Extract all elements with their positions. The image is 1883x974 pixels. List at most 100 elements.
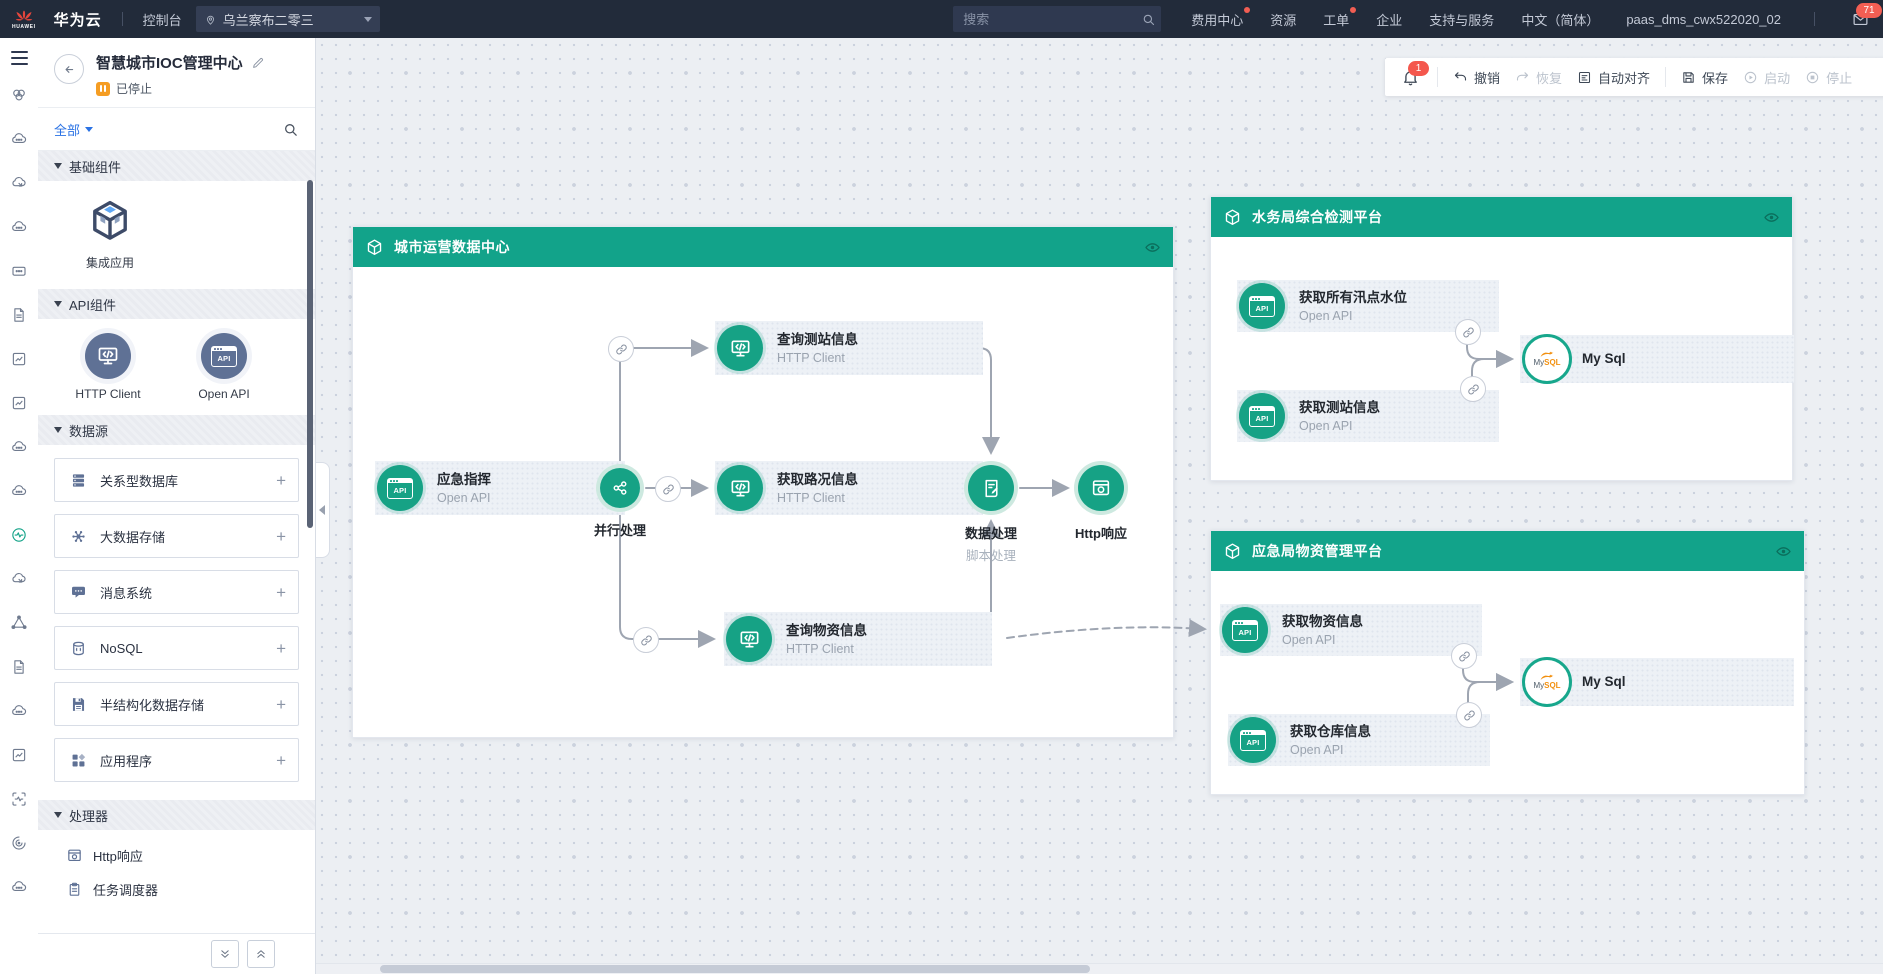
console-link[interactable]: 控制台: [142, 12, 182, 28]
section-processor[interactable]: 处理器: [38, 800, 315, 830]
add-button[interactable]: +: [276, 582, 286, 602]
processor-http-response[interactable]: Http响应: [38, 838, 315, 872]
edit-title-icon[interactable]: [251, 56, 265, 70]
link-icon[interactable]: [655, 476, 681, 502]
component-open-api[interactable]: API Open API: [174, 333, 274, 401]
auto-align-button[interactable]: 自动对齐: [1577, 68, 1650, 87]
menu-support[interactable]: 支持与服务: [1429, 12, 1495, 28]
messages-button[interactable]: 71: [1852, 2, 1882, 28]
eye-icon[interactable]: [1144, 239, 1161, 256]
search-icon[interactable]: [1141, 12, 1156, 27]
redo-button[interactable]: 恢复: [1515, 68, 1562, 87]
node-mysql[interactable]: MySQL My Sql: [1520, 657, 1794, 707]
window-chart-icon[interactable]: [10, 337, 28, 381]
datasource-semistructured[interactable]: 半结构化数据存储 +: [54, 682, 299, 726]
cloud-service-icon[interactable]: [10, 425, 28, 469]
stop-button[interactable]: 停止: [1805, 68, 1852, 87]
datasource-application[interactable]: 应用程序 +: [54, 738, 299, 782]
link-icon[interactable]: [608, 336, 634, 362]
scroll-up-button[interactable]: [247, 940, 275, 968]
canvas-horizontal-scrollbar[interactable]: [315, 963, 1883, 974]
cloud-fast-icon[interactable]: [10, 865, 28, 909]
link-icon[interactable]: [1456, 702, 1482, 728]
roma-connect-icon[interactable]: [10, 513, 28, 557]
app-venn-icon[interactable]: [10, 73, 28, 117]
add-button[interactable]: +: [276, 694, 286, 714]
group-header[interactable]: 应急局物资管理平台: [1211, 531, 1804, 571]
component-http-client[interactable]: HTTP Client: [58, 333, 158, 401]
resource-card-icon[interactable]: [10, 249, 28, 293]
hamburger-menu-icon[interactable]: [10, 51, 28, 66]
scroll-down-button[interactable]: [211, 940, 239, 968]
node-parallel-processing[interactable]: [600, 468, 640, 508]
section-base-components[interactable]: 基础组件: [38, 151, 315, 181]
datasource-message-system[interactable]: 消息系统 +: [54, 570, 299, 614]
eye-icon[interactable]: [1763, 209, 1780, 226]
scrollbar-thumb[interactable]: [380, 965, 1090, 973]
menu-billing-center[interactable]: 费用中心: [1191, 6, 1251, 29]
undo-button[interactable]: 撤销: [1453, 68, 1500, 87]
brackets-pulse-icon[interactable]: [10, 777, 28, 821]
cloud-pointer-icon[interactable]: [10, 557, 28, 601]
add-button[interactable]: +: [276, 470, 286, 490]
menu-resources[interactable]: 资源: [1270, 12, 1297, 28]
open-api-node-icon: API: [1222, 607, 1268, 653]
doc-cloud-icon[interactable]: [10, 645, 28, 689]
cloud-service-icon[interactable]: [10, 689, 28, 733]
frame-circle-icon[interactable]: [10, 733, 28, 777]
cloud-basic-icon[interactable]: [10, 205, 28, 249]
add-button[interactable]: +: [276, 638, 286, 658]
node-data-processing[interactable]: [968, 465, 1014, 511]
swirl-service-icon[interactable]: [10, 821, 28, 865]
pyramid-network-icon[interactable]: [10, 601, 28, 645]
link-icon[interactable]: [1460, 376, 1486, 402]
node-mysql[interactable]: MySQL My Sql: [1520, 334, 1794, 384]
flow-canvas[interactable]: 城市运营数据中心 水务局综合检测平台 应急局物资管理平台: [315, 38, 1883, 974]
hexcube-icon: [1223, 542, 1242, 561]
notification-bell-button[interactable]: 1: [1401, 60, 1429, 87]
datasource-relational-db[interactable]: 关系型数据库 +: [54, 458, 299, 502]
section-datasource[interactable]: 数据源: [38, 415, 315, 445]
region-selector[interactable]: 乌兰察布二零三: [195, 6, 380, 32]
global-search-input[interactable]: [961, 10, 1142, 28]
filter-dropdown[interactable]: 全部: [54, 120, 94, 139]
datasource-nosql[interactable]: NoSQL +: [54, 626, 299, 670]
link-icon[interactable]: [1451, 643, 1477, 669]
library-search-icon[interactable]: [282, 121, 299, 138]
cloud-deploy-icon[interactable]: [10, 161, 28, 205]
cloud-service-icon[interactable]: [10, 469, 28, 513]
add-button[interactable]: +: [276, 526, 286, 546]
menu-enterprise[interactable]: 企业: [1376, 12, 1403, 28]
group-header[interactable]: 水务局综合检测平台: [1211, 197, 1792, 237]
link-icon[interactable]: [633, 627, 659, 653]
datasource-bigdata[interactable]: 大数据存储 +: [54, 514, 299, 558]
menu-language[interactable]: 中文（简体）: [1521, 12, 1600, 28]
section-api-components[interactable]: API组件: [38, 289, 315, 319]
start-button[interactable]: 启动: [1743, 68, 1790, 87]
add-button[interactable]: +: [276, 750, 286, 770]
processor-task-scheduler[interactable]: 任务调度器: [38, 872, 315, 906]
component-integrated-app[interactable]: 集成应用: [64, 197, 156, 271]
group-header[interactable]: 城市运营数据中心: [353, 227, 1173, 267]
link-icon[interactable]: [1455, 319, 1481, 345]
menu-tickets[interactable]: 工单: [1323, 6, 1357, 29]
huawei-logo-icon[interactable]: HUAWEI: [12, 9, 36, 30]
brand-title[interactable]: 华为云: [53, 11, 102, 29]
library-scrollbar[interactable]: [307, 180, 313, 528]
cloud-host-icon[interactable]: [10, 117, 28, 161]
doc-service-icon[interactable]: [10, 293, 28, 337]
eye-icon[interactable]: [1775, 543, 1792, 560]
node-http-response[interactable]: [1078, 465, 1124, 511]
account-name[interactable]: paas_dms_cwx522020_02: [1626, 11, 1781, 27]
panel-collapse-handle[interactable]: [315, 462, 330, 558]
save-button[interactable]: 保存: [1681, 68, 1728, 87]
window-flow-icon[interactable]: [10, 381, 28, 425]
back-button[interactable]: [54, 54, 84, 84]
